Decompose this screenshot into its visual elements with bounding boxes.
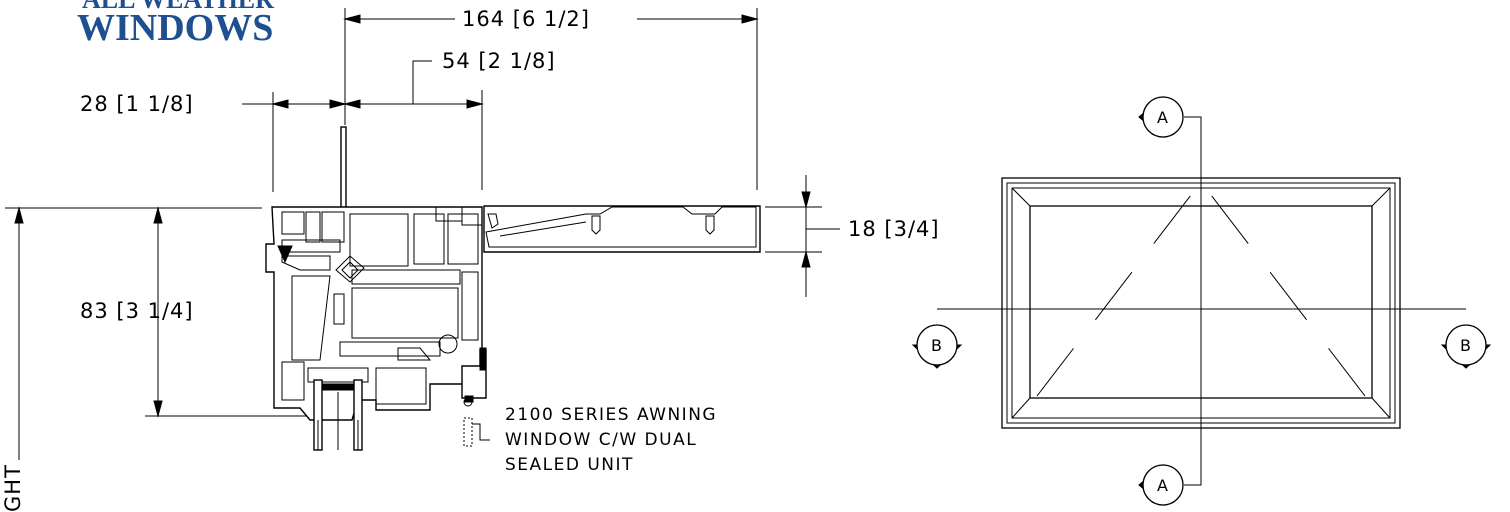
note-line1: 2100 SERIES AWNING <box>505 405 717 425</box>
section-mark-b-right: B <box>1440 324 1492 369</box>
side-label: GHT <box>1 464 25 512</box>
dim-frame-depth-label: 54 [2 1/8] <box>442 49 556 73</box>
section-mark-a-bottom-label: A <box>1157 476 1168 495</box>
dimension-frame-depth: 54 [2 1/8] <box>343 49 556 190</box>
section-mark-a-top: A <box>1138 95 1184 139</box>
product-note: 2100 SERIES AWNING WINDOW C/W DUAL SEALE… <box>472 405 717 475</box>
section-mark-b-left-label: B <box>931 336 942 355</box>
dimension-sash-offset: 28 [1 1/8] <box>80 92 347 192</box>
section-mark-a-bottom: A <box>1138 463 1184 507</box>
dimension-extension-thickness: 18 [3/4] <box>765 175 940 297</box>
note-line3: SEALED UNIT <box>505 455 634 475</box>
section-mark-b-left: B <box>911 324 963 369</box>
note-line2: WINDOW C/W DUAL <box>505 430 697 450</box>
dim-extension-thickness-label: 18 [3/4] <box>848 217 940 241</box>
section-mark-b-right-label: B <box>1460 336 1471 355</box>
section-mark-a-top-label: A <box>1157 108 1168 127</box>
dim-sash-offset-label: 28 [1 1/8] <box>80 92 194 116</box>
dim-overall-width-label: 164 [6 1/2] <box>462 7 590 31</box>
dim-frame-height-label: 83 [3 1/4] <box>80 299 194 323</box>
logo-line1: ALL WEATHER <box>82 0 274 14</box>
dimension-overall-width: 164 [6 1/2] <box>343 7 759 190</box>
window-elevation <box>937 116 1466 486</box>
logo-line2: WINDOWS <box>77 7 273 49</box>
company-logo: ALL WEATHER WINDOWS <box>77 0 274 49</box>
window-profile-section <box>265 126 761 451</box>
rough-opening-line: GHT <box>1 206 258 512</box>
